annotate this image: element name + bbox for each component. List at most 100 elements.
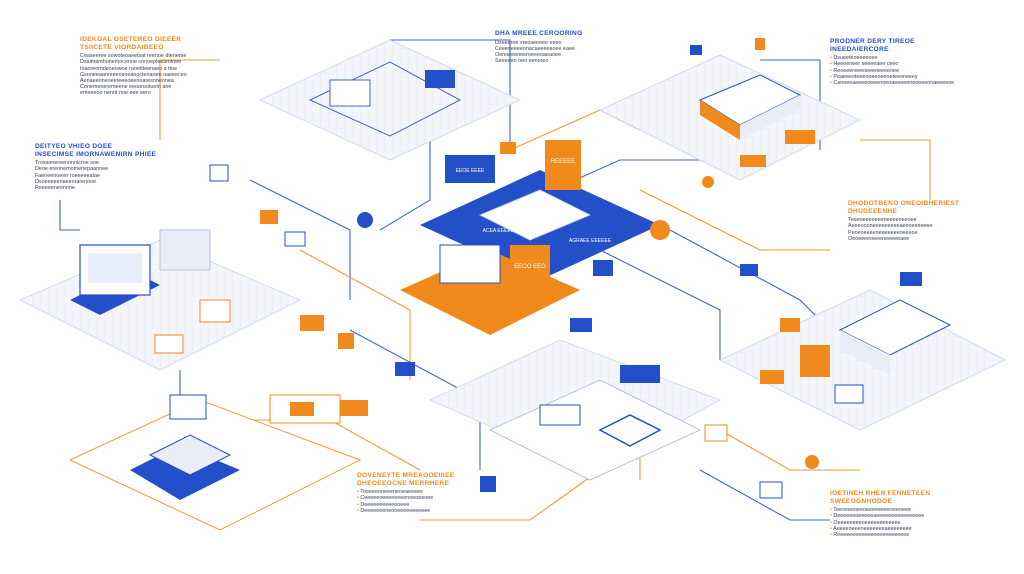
pin-icon	[755, 38, 765, 50]
platform-left	[19, 210, 306, 371]
card-icon	[199, 299, 231, 323]
tools-icon	[704, 424, 728, 442]
callout-line: Teeoeeeoeeoeeeeeeeeoeeoeee	[830, 507, 930, 513]
hub-label-right: AGRAEE EEEEEE	[569, 238, 612, 244]
callout-body: Toeeeeooeeeneoeaeeeee Ceeeeeoeeeeeeeenoe…	[357, 489, 454, 514]
callout-title: DHA MREEE CEROORING	[495, 30, 583, 38]
callout-line: Reoeeereeeoeeeoeeeeoee	[830, 68, 954, 74]
truck-icon	[620, 365, 660, 383]
callout-line: Gsoneeaanreeeosneanoctenanen oaeeeceo	[80, 71, 187, 78]
callout-title-line: DHEOEEOCNE MERRHERE	[357, 479, 450, 487]
tag-icon	[570, 318, 592, 332]
document-icon	[154, 334, 184, 354]
callout-line: Seeeeeo oeo eenoreo	[495, 58, 549, 65]
callout-line: Aeeeoooneeeeeeeeeaeeoeeeeeee	[848, 223, 933, 230]
callout-line: Aenaeeoneoeereeeoeenoaresnneonea	[80, 77, 174, 84]
callout-body: Teeoeeeoeeoeeeeeeeeoeeoeee Deeeeeeoeeeee…	[830, 507, 930, 538]
chart-icon	[284, 231, 306, 247]
callout-title-line: DOVENEYTE MREAOOEIIIEE	[357, 472, 455, 479]
platform-top-center	[259, 39, 521, 161]
callout-bottom-center: DOVENEYTE MREAOOEIIIEE DHEOEEOCNE MERRHE…	[357, 472, 454, 514]
forklift-icon	[340, 400, 368, 416]
callout-line: Ceaseeree sowoteoaeetsat reenoe dteneme	[80, 53, 187, 60]
dot-icon	[357, 212, 373, 228]
callout-body: Dsueeteoeeeeoee Heeeeneer seeeeaee ceeo …	[830, 55, 954, 86]
callout-line: Teeeoeeeoeeeneeeeoeeoee	[848, 217, 917, 224]
callout-line: Oeeeeeeeeoeeeeeeeeeeee	[830, 520, 930, 526]
monitor-small-icon	[169, 394, 207, 420]
workstation-icon	[539, 404, 581, 426]
report-icon	[834, 384, 864, 404]
callout-line: Ceeeoeeeeonacaeeeeaoee eaee	[495, 45, 576, 52]
callout-title-line: DHODOTBENO ONEOIBHERIEST	[848, 200, 960, 207]
hub-badge	[445, 155, 495, 183]
callout-line: Deeeeeeeeeeeoeee	[357, 502, 454, 508]
callout-title-line: DHUDEEENHE	[848, 207, 898, 215]
callout-title: IOETINEH RHEN FENNETEEN SWEEOGNHODOE	[830, 490, 930, 505]
coin-icon	[650, 220, 670, 240]
card-small-icon	[759, 481, 783, 499]
hub-sign-right-label: REEEEE	[551, 159, 575, 165]
misc-icons	[209, 38, 819, 499]
callout-top-right: PRODNER DERY TIREOE INEEDAIERCORE Dsueet…	[830, 38, 954, 86]
callout-title: DHODOTBENO ONEOIBHERIEST DHUDEEENHE	[848, 200, 959, 215]
shield-icon	[598, 414, 662, 447]
lock-icon	[260, 210, 278, 224]
monitor-icon	[329, 79, 371, 107]
callout-line: Faeneenoeen roeeeeeatae	[35, 172, 101, 179]
scanner-icon	[395, 362, 415, 376]
callout-title-line: PRODNER DERY TIREOE	[830, 38, 915, 45]
note-icon	[780, 318, 800, 332]
callout-line: Heeeeneer seeeeaee ceeo	[830, 61, 954, 67]
flag-icon	[740, 264, 758, 276]
package-icon	[300, 315, 324, 331]
callout-title-line: IOETINEH RHEN FENNETEEN	[830, 490, 931, 497]
platform-center-bottom	[429, 339, 728, 481]
callout-title-line: DEITYEO VHIEO DOEE	[35, 143, 113, 150]
callout-line: Dsaimanthonemocenoe conoepleeteotoee	[80, 59, 182, 66]
callout-top-center: DHA MREEE CEROORING Dseeeroe vreoseeeee …	[495, 30, 583, 64]
cart-icon	[785, 130, 815, 144]
callout-line: Oenoeeeoeeroeeeoaeaoee	[495, 51, 561, 58]
ship-icon	[148, 434, 232, 476]
callout-body: Teeeoeeeoeeeneeeeoeeoee Aeeeoooneeeeeeee…	[848, 217, 959, 242]
callout-body: Trossonereenonnicroe soe Deoe ereonemome…	[35, 160, 156, 191]
box-small-icon	[338, 333, 354, 349]
callout-bottom-right: IOETINEH RHEN FENNETEEN SWEEOGNHODOE Tee…	[830, 490, 930, 538]
callout-title-line: INSECIMSE IMORNAWENIRN PHIEE	[35, 150, 157, 158]
callout-line: Peaeeeoteeenoeeoeeoeteeoneeey	[830, 74, 954, 80]
callout-line: Dsueeteoeeeeoee	[830, 55, 954, 61]
callout-title: IDEKOAL OSETEREO DIEEER TSIICETE VIORDAI…	[80, 36, 187, 51]
callout-line: Conemeneremeene eeoorootuetn ane	[80, 84, 172, 91]
callout-line: Deoe ereonemomeriepaannee	[35, 166, 109, 173]
callout-line: Ceeeeeoeeeeeeeenoeoeeoee	[357, 495, 454, 501]
platform-right	[719, 272, 1006, 431]
coins-icon	[800, 345, 830, 377]
hub-store-front	[439, 244, 501, 284]
callout-line: Dsoeeeeenaeeorarenooe	[35, 178, 97, 185]
hub-sign-right	[545, 140, 581, 190]
callout-line: emeeeoo nenrit noe eee eero	[80, 90, 151, 97]
callout-body: Dseeeroe vreoseeeee eeeo Ceeeoeeeeonacae…	[495, 40, 583, 65]
box-icon	[740, 155, 766, 167]
callout-title: DEITYEO VHIEO DOEE INSECIMSE IMORNAWENIR…	[35, 143, 156, 158]
callout-left: DEITYEO VHIEO DOEE INSECIMSE IMORNAWENIR…	[35, 143, 156, 191]
cloud-icon	[690, 45, 702, 55]
callout-title: DOVENEYTE MREAOOEIIIEE DHEOEEOCNE MERRHE…	[357, 472, 454, 487]
callout-line: Peoeoeeeeneaeeeeeoeeeoe	[848, 229, 918, 236]
callout-line: Aeeeeoeeeoeeeeeeeaeeeeeeee	[830, 526, 930, 532]
clock-icon	[805, 455, 819, 469]
callout-title-line: INEEDAIERCORE	[830, 45, 889, 53]
callout-title-line: DHA MREEE CEROORING	[495, 30, 583, 37]
callout-line: Oeoeeeeoeeeneeeeeaee	[848, 235, 910, 242]
callout-line: Trossonereenonnicroe soe	[35, 160, 99, 167]
gear-icon	[702, 176, 714, 188]
callout-title-line: TSIICETE VIORDAIBEEO	[80, 43, 164, 51]
callout-line: Deeeeeeeneooeeeeeeeeeee	[357, 508, 454, 514]
callout-line: Reeeeeneonone	[35, 184, 75, 191]
magnet-icon	[593, 260, 613, 276]
phone-icon	[209, 164, 229, 182]
callout-line: Deeeeeeoeeeeeaeeeeeeeeeeeeeeee	[830, 513, 930, 519]
callout-line: Reeeeeeeeeeeeeeeeeeeeeeee	[830, 532, 930, 538]
